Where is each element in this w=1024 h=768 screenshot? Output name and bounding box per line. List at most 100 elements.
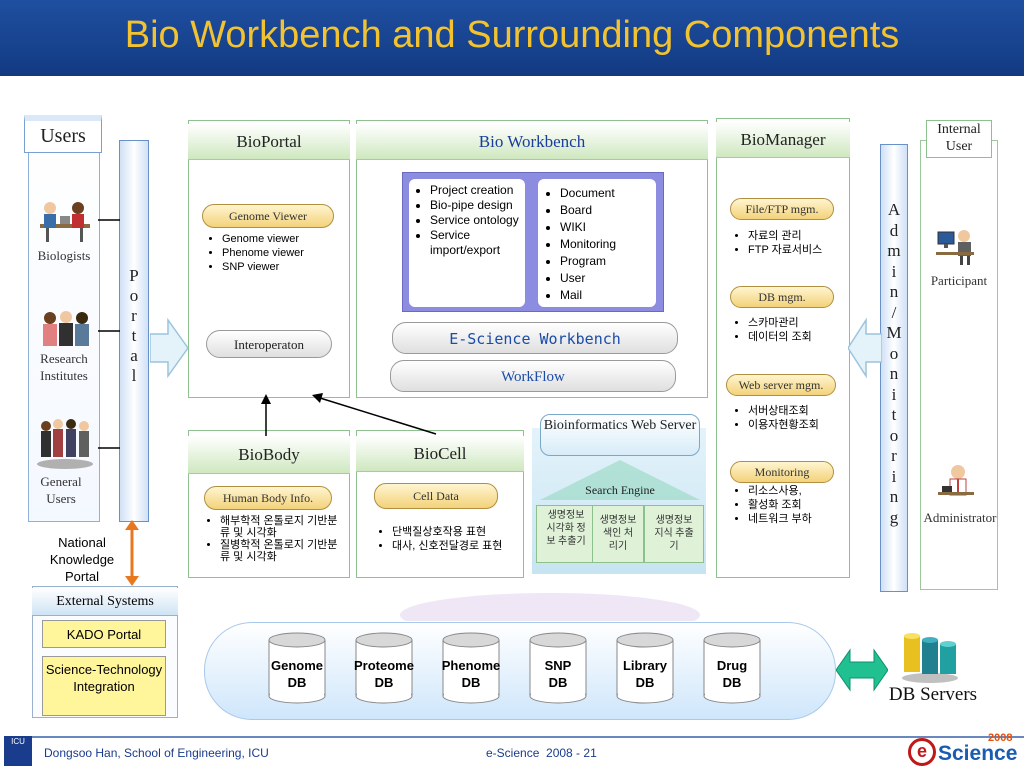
biocell-header[interactable]: BioCell	[356, 436, 524, 472]
vertical-letter: i	[891, 384, 897, 404]
database-icon	[268, 632, 326, 704]
list-item[interactable]: Bio-pipe design	[430, 198, 524, 213]
list-item[interactable]: 서버상태조회	[748, 404, 844, 418]
vertical-letter: i	[891, 466, 897, 486]
list-item[interactable]: 스카마관리	[748, 316, 844, 330]
list-item[interactable]: SNP viewer	[222, 260, 338, 274]
list-item[interactable]: Mail	[560, 287, 652, 304]
workbench-right-card	[538, 179, 656, 307]
list-item[interactable]: Board	[560, 202, 652, 219]
interoperation-pill[interactable]: Interoperaton	[206, 330, 332, 358]
vertical-letter: a	[130, 346, 138, 365]
escience-workbench-pill[interactable]: E-Science Workbench	[392, 322, 678, 354]
database-label-line1: Drug	[716, 658, 748, 673]
biocell-list: 단백질상호작용 표현 대사, 신호전달경로 표현	[378, 525, 522, 553]
users-group-general-users[interactable]: General Users	[40, 474, 82, 506]
monitoring-pill[interactable]: Monitoring	[730, 461, 834, 483]
bio-workbench-header[interactable]: Bio Workbench	[356, 124, 708, 160]
list-item[interactable]: WIKI	[560, 219, 652, 236]
cell-data-pill[interactable]: Cell Data	[374, 483, 498, 509]
users-group-research-institutes[interactable]: Research Institutes	[40, 351, 88, 383]
list-item[interactable]: Monitoring	[560, 236, 652, 253]
list-item[interactable]: 네트워크 부하	[748, 512, 844, 526]
administrator-label[interactable]: Administrator	[923, 510, 997, 525]
portal-bar[interactable]	[119, 140, 149, 522]
list-item[interactable]: Document	[560, 185, 652, 202]
users-header: Users	[24, 115, 102, 153]
db-servers-icon	[902, 633, 958, 683]
database-icon	[355, 632, 413, 704]
slide-title: Bio Workbench and Surrounding Components	[124, 14, 900, 56]
visualization-extractor-box[interactable]: 생명정보 시각화 정보 추출기	[536, 505, 596, 563]
list-item[interactable]: 자료의 관리	[748, 229, 844, 243]
title-bar	[0, 0, 1024, 76]
list-item[interactable]: 데이터의 조회	[748, 330, 844, 344]
footer-rule	[30, 736, 1024, 738]
genome-viewer-pill[interactable]: Genome Viewer	[202, 204, 334, 228]
biomanager-header[interactable]: BioManager	[716, 122, 850, 158]
icu-logo-text: ICU	[11, 737, 25, 746]
internal-user-header: Internal User	[926, 120, 992, 158]
science-technology-integration[interactable]: Science-Technology Integration	[42, 656, 166, 716]
search-engine-shape	[540, 460, 700, 500]
list-item[interactable]: Genome viewer	[222, 232, 338, 246]
monitoring-list: 리소스사용, 활성화 조회 네트워크 부하	[734, 484, 844, 526]
list-item[interactable]: 질병학적 온톨로지 기반분류 및 시각화	[220, 539, 340, 563]
list-item[interactable]: FTP 자료서비스	[748, 243, 844, 257]
list-item[interactable]: Service ontology	[430, 213, 524, 228]
list-item[interactable]: 이용자현황조회	[748, 418, 844, 432]
list-item[interactable]: Service import/export	[430, 228, 524, 258]
biomanager-panel	[716, 118, 850, 578]
vertical-letter: o	[889, 425, 899, 445]
list-item[interactable]: 활성화 조회	[748, 498, 844, 512]
knowledge-extractor-box[interactable]: 생명정보 지식 추출기	[644, 505, 704, 563]
bioportal-viewer-list: Genome viewer Phenome viewer SNP viewer	[208, 232, 338, 274]
kado-portal[interactable]: KADO Portal	[42, 620, 166, 648]
list-item[interactable]: 해부학적 온톨로지 기반분류 및 시각화	[220, 515, 340, 539]
bioportal-header[interactable]: BioPortal	[188, 124, 350, 160]
file-ftp-mgm-pill[interactable]: File/FTP mgm.	[730, 198, 834, 220]
web-server-mgm-pill[interactable]: Web server mgm.	[726, 374, 836, 396]
db-mgm-list: 스카마관리 데이터의 조회	[734, 316, 844, 344]
biobody-header[interactable]: BioBody	[188, 436, 350, 474]
research-institutes-icon	[43, 311, 89, 346]
national-knowledge-portal-label: National Knowledge Portal	[49, 535, 115, 584]
participant-label[interactable]: Participant	[930, 273, 988, 288]
vertical-letter: r	[891, 446, 897, 465]
search-engine-label[interactable]: Search Engine	[585, 483, 655, 497]
database-label-line1: Phenome	[441, 658, 501, 673]
escience-logo-year: 2008	[988, 732, 1013, 744]
list-item[interactable]: 리소스사용,	[748, 484, 844, 498]
human-body-info-pill[interactable]: Human Body Info.	[204, 486, 332, 510]
biobody-list: 해부학적 온톨로지 기반분류 및 시각화 질병학적 온톨로지 기반분류 및 시각…	[206, 515, 340, 563]
db-mgm-pill[interactable]: DB mgm.	[730, 286, 834, 308]
web-server-mgm-list: 서버상태조회 이용자현황조회	[734, 404, 844, 432]
vertical-letter: o	[129, 286, 139, 305]
workbench-left-list: Project creation Bio-pipe design Service…	[416, 183, 524, 258]
workflow-pill[interactable]: WorkFlow	[390, 360, 676, 392]
list-item[interactable]: Program	[560, 253, 652, 270]
workbench-right-list: Document Board WIKI Monitoring Program U…	[546, 185, 652, 304]
vertical-letter: l	[131, 366, 137, 385]
list-item[interactable]: Project creation	[430, 183, 524, 198]
index-processor-box[interactable]: 생명정보 색인 처리기	[592, 505, 644, 563]
list-item[interactable]: 대사, 신호전달경로 표현	[392, 539, 522, 553]
list-item[interactable]: 단백질상호작용 표현	[392, 525, 522, 539]
vertical-letter: r	[131, 306, 137, 325]
participant-icon	[936, 230, 974, 265]
list-item[interactable]: Phenome viewer	[222, 246, 338, 260]
admin-monitoring-bar[interactable]	[880, 144, 908, 592]
users-group-biologists[interactable]: Biologists	[37, 248, 91, 263]
workbench-left-card	[409, 179, 525, 307]
bioinformatics-header[interactable]: Bioinformatics Web Server	[540, 414, 700, 456]
database-label-line1: SNP	[544, 658, 572, 673]
list-item[interactable]: User	[560, 270, 652, 287]
portal-arrow	[150, 318, 189, 378]
